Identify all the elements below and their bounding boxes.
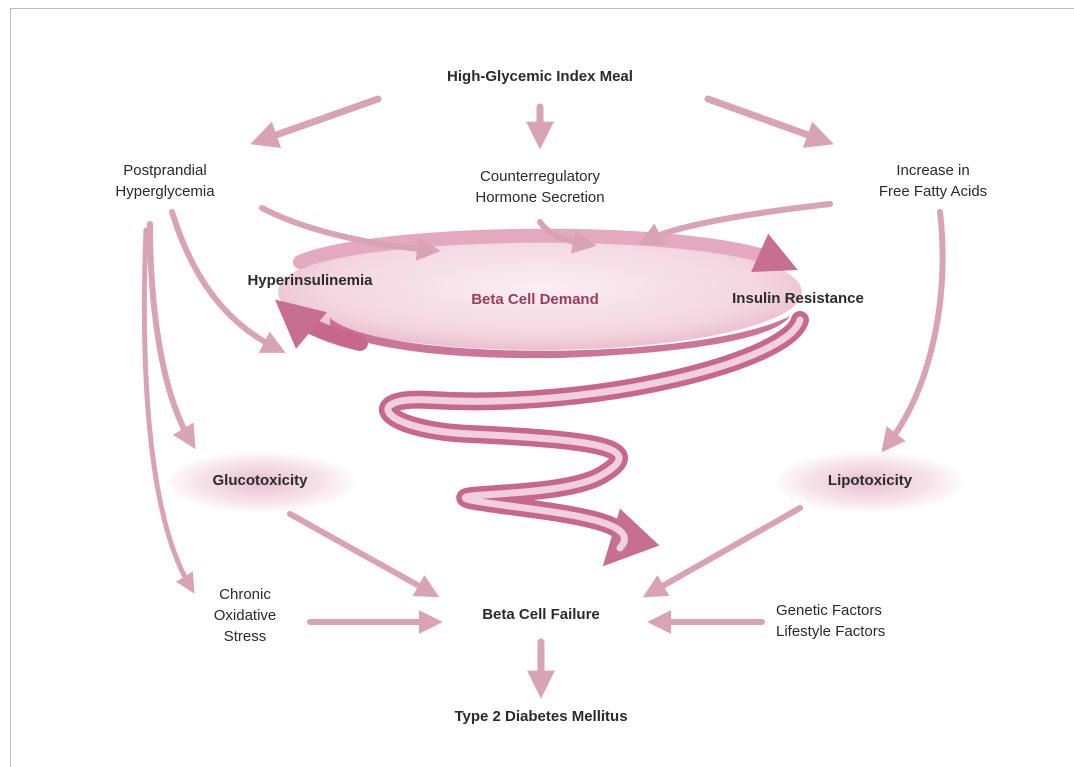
node-high-glycemic-meal: High-Glycemic Index Meal <box>340 66 740 87</box>
node-genetic-lifestyle-factors: Genetic Factors Lifestyle Factors <box>776 600 966 642</box>
node-lipotoxicity: Lipotoxicity <box>780 470 960 491</box>
arrow-hyperglycemia-to-glucotoxicity <box>150 224 190 440</box>
arrow-meal-to-hyperglycemia <box>262 99 378 140</box>
node-type2-diabetes: Type 2 Diabetes Mellitus <box>380 706 702 727</box>
arrow-meal-to-fatty-acids <box>708 99 822 140</box>
node-glucotoxicity: Glucotoxicity <box>170 470 350 491</box>
node-hyperinsulinemia: Hyperinsulinemia <box>210 270 410 291</box>
arrow-fatty-acids-to-lipotoxicity <box>888 212 943 444</box>
node-insulin-resistance: Insulin Resistance <box>690 288 906 309</box>
node-chronic-oxidative-stress: Chronic Oxidative Stress <box>180 584 310 647</box>
node-free-fatty-acids: Increase in Free Fatty Acids <box>828 160 1038 202</box>
arrow-lipotoxicity-to-failure <box>652 508 800 592</box>
node-postprandial-hyperglycemia: Postprandial Hyperglycemia <box>70 160 260 202</box>
arrow-glucotoxicity-to-failure <box>290 514 430 592</box>
node-beta-cell-demand: Beta Cell Demand <box>420 289 650 310</box>
node-beta-cell-failure: Beta Cell Failure <box>430 604 652 625</box>
node-counterregulatory-hormone: Counterregulatory Hormone Secretion <box>430 166 650 208</box>
